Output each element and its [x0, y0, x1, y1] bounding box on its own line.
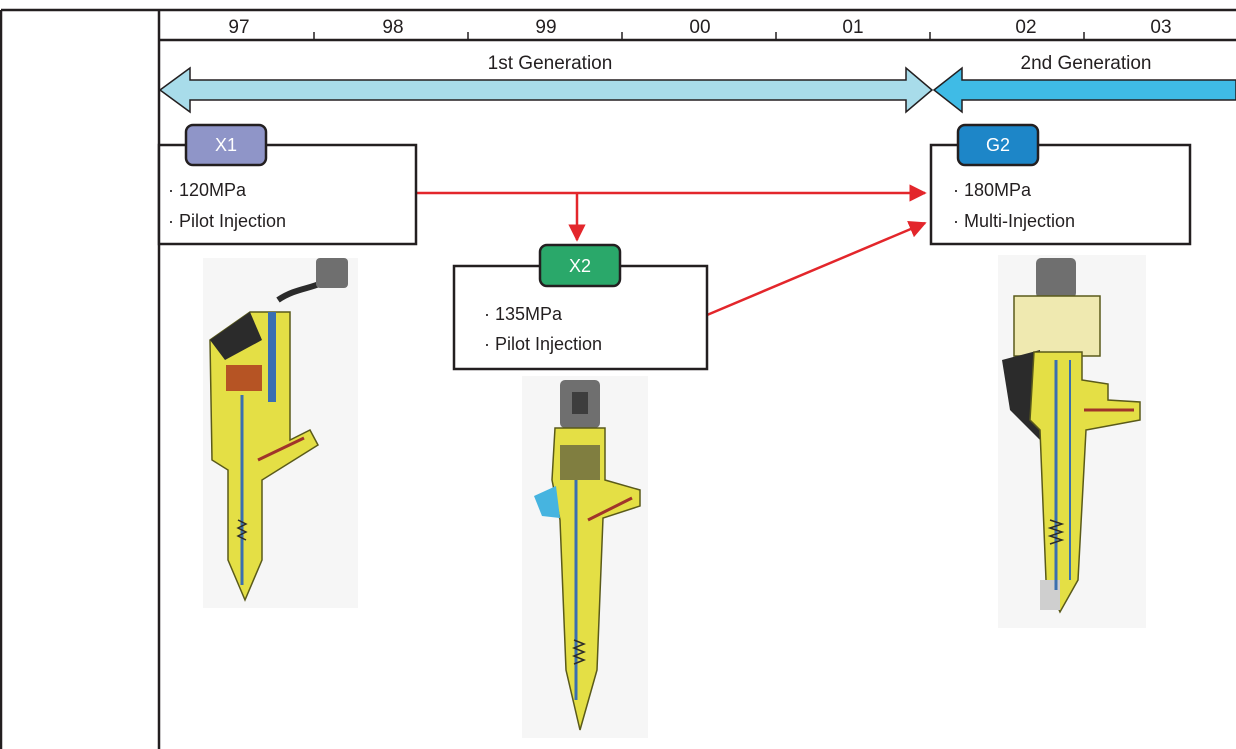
x1-feature: · Pilot Injection	[168, 211, 286, 231]
year-label: 98	[382, 17, 403, 38]
year-label: 00	[689, 17, 710, 38]
x2-injector-cutaway-icon	[522, 376, 648, 738]
x2-spec-box: X2 · 135MPa · Pilot Injection	[452, 243, 709, 371]
generation-2-label: 2nd Generation	[1021, 53, 1152, 74]
x1-injector-cutaway-icon	[203, 258, 358, 608]
x1-spec-box: X1 · 120MPa · Pilot Injection	[157, 123, 418, 246]
g2-injector-cutaway-icon	[998, 255, 1146, 628]
x1-badge	[184, 123, 268, 167]
generation-2-arrow: 2nd Generation	[932, 53, 1236, 114]
year-label: 99	[535, 17, 556, 38]
g2-badge	[956, 123, 1040, 167]
evolution-connectors	[417, 184, 927, 317]
x1-pressure: · 120MPa	[168, 180, 247, 200]
x2-pressure: · 135MPa	[484, 304, 563, 324]
table-frame	[0, 8, 1236, 749]
g2-feature: · Multi-Injection	[953, 211, 1075, 231]
g2-spec-box: G2 · 180MPa · Multi-Injection	[929, 123, 1192, 246]
year-label: 01	[842, 17, 863, 38]
generation-1-arrow: 1st Generation	[158, 53, 934, 114]
year-label: 02	[1015, 17, 1036, 38]
year-label: 97	[228, 17, 249, 38]
g2-pressure: · 180MPa	[953, 180, 1032, 200]
generation-1-label: 1st Generation	[488, 53, 613, 74]
x2-to-g2-arrow	[706, 221, 927, 317]
x1-badge-label: X1	[215, 135, 237, 155]
x2-feature: · Pilot Injection	[484, 334, 602, 354]
year-axis: 97 98 99 00 01 02 03	[228, 17, 1172, 40]
g2-badge-label: G2	[986, 135, 1010, 155]
x2-badge-label: X2	[569, 256, 591, 276]
year-label: 03	[1150, 17, 1171, 38]
x2-badge	[538, 243, 622, 288]
